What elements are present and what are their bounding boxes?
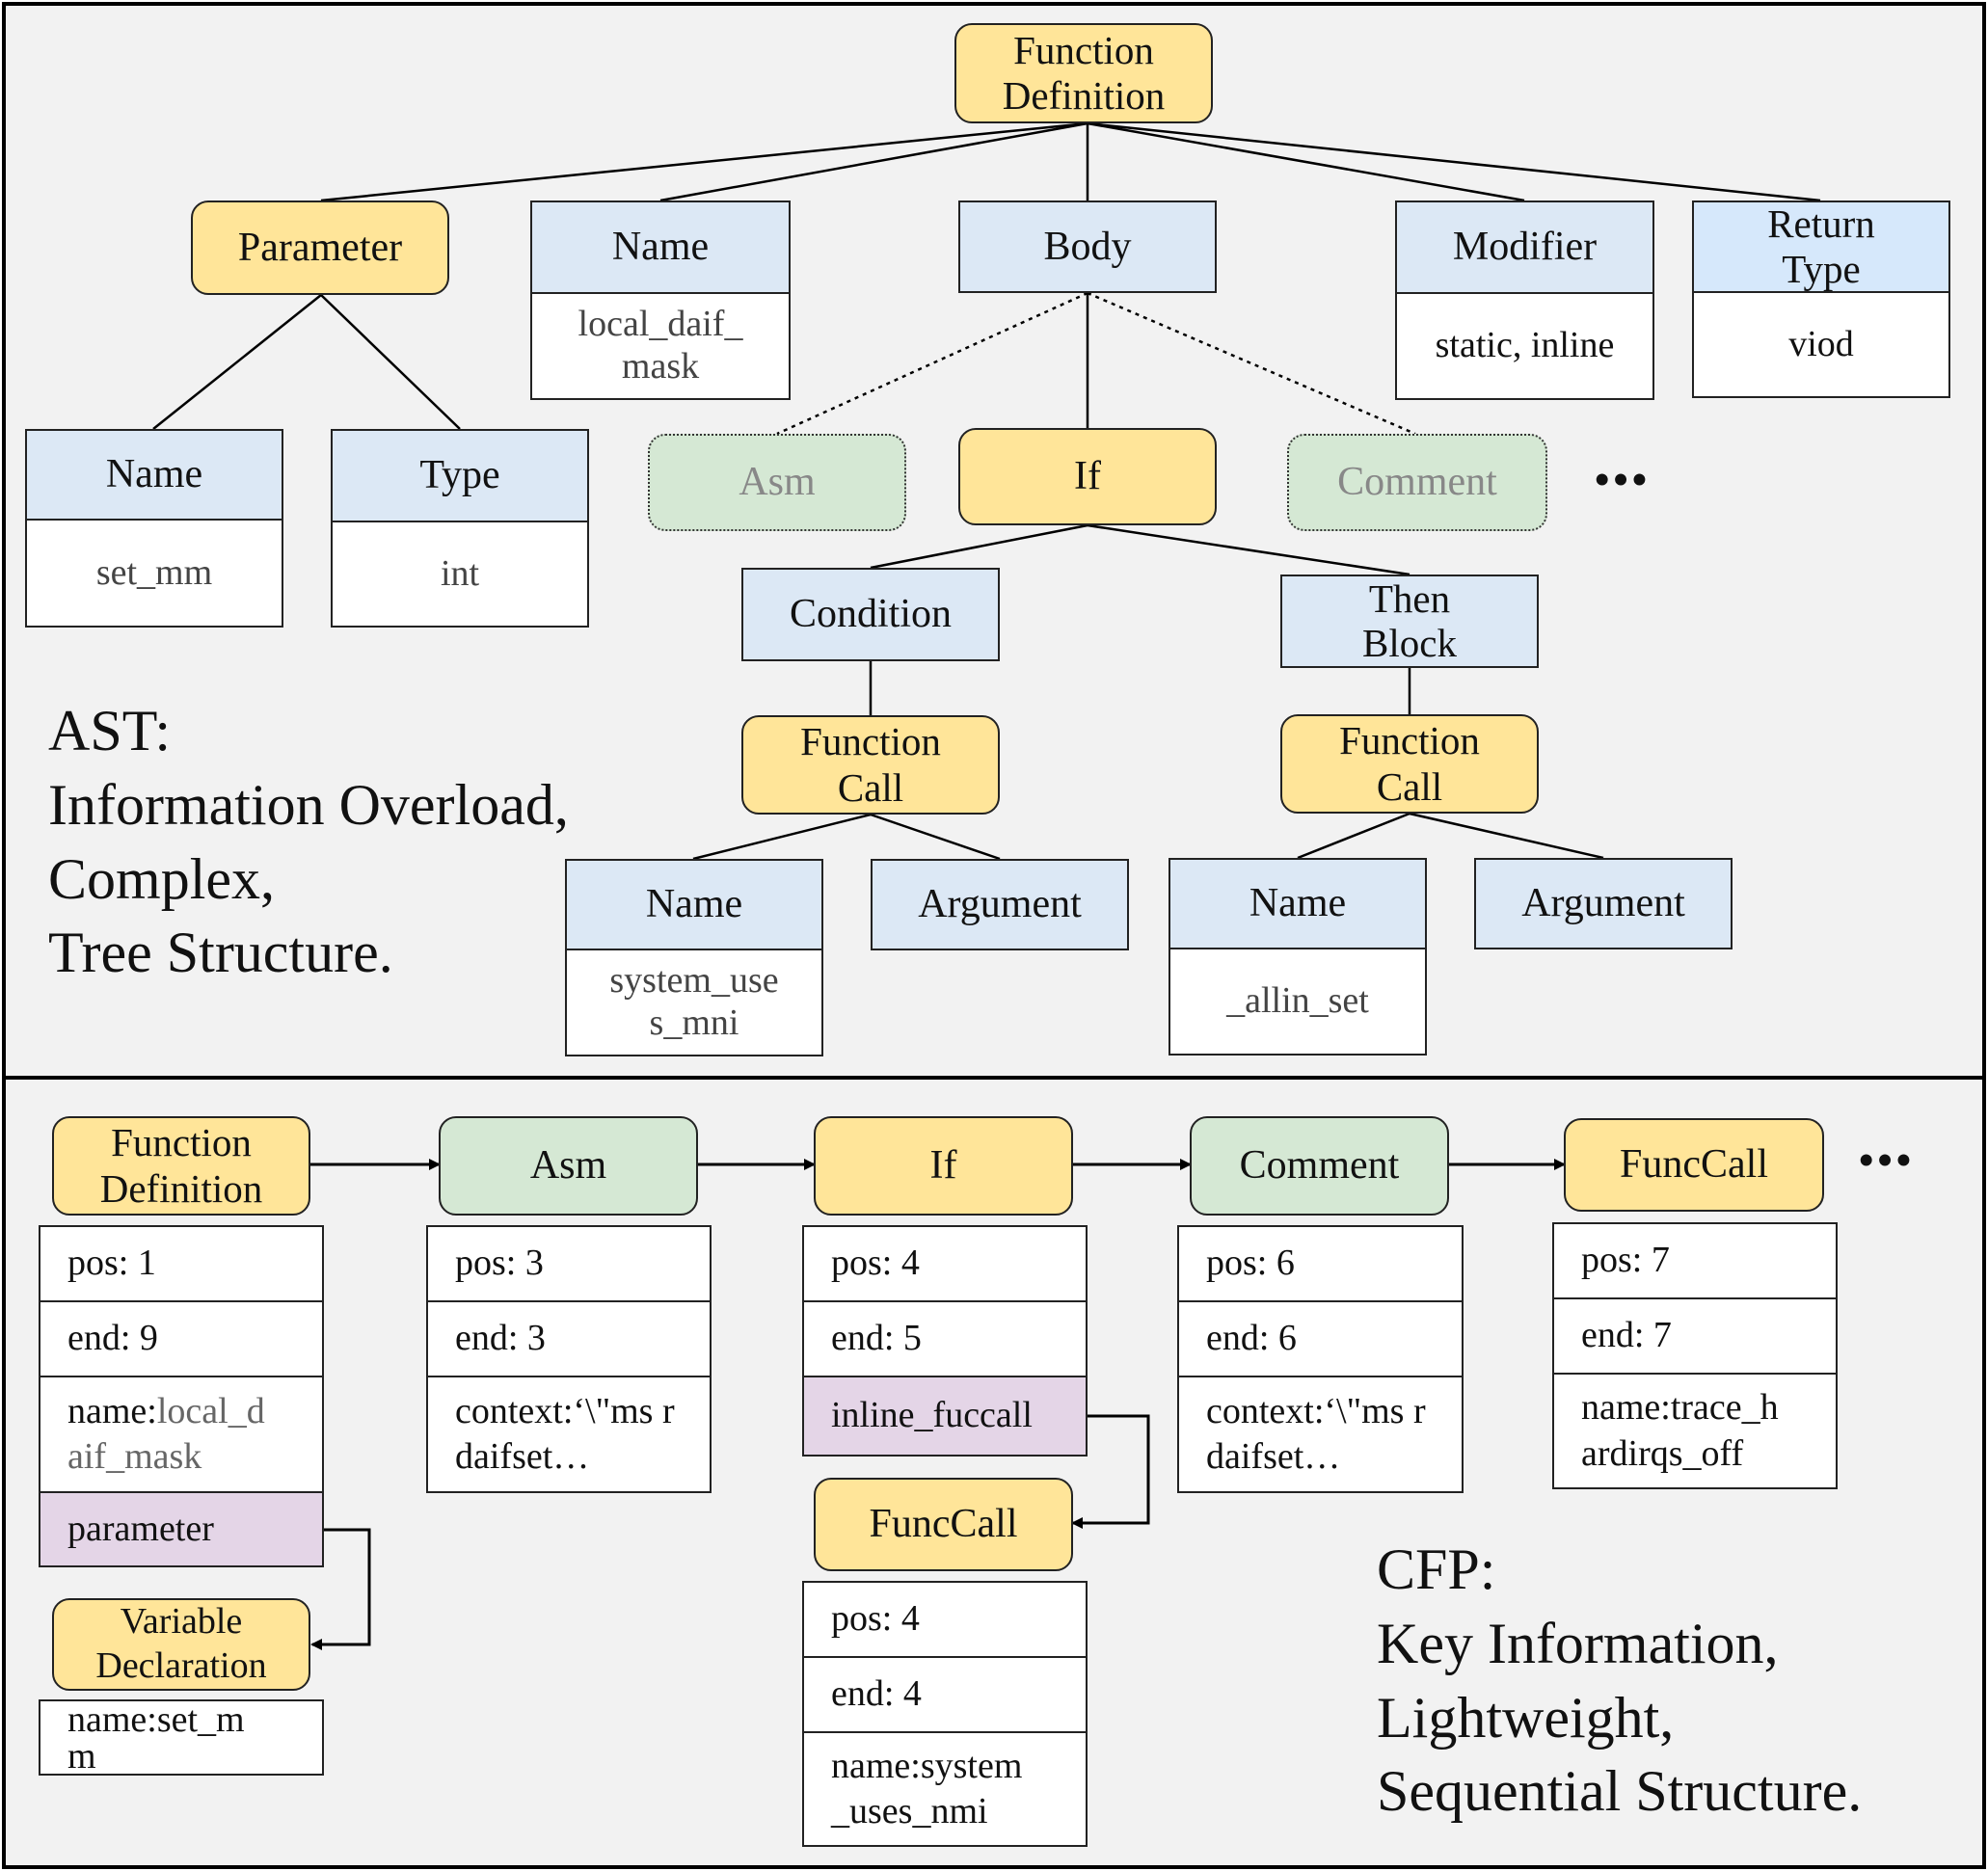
ast-call1-name-header: Name (565, 859, 823, 950)
cfp-funccall-pos: pos: 7 (1552, 1222, 1838, 1299)
cfp-comment-context: context:‘\"ms r daifset… (1177, 1376, 1464, 1493)
cfp-function-definition-node: Function Definition (52, 1116, 310, 1216)
cfp-fd-name-key: name: (67, 1390, 157, 1431)
ast-call2-argument: Argument (1474, 858, 1733, 949)
ast-comment-node: Comment (1287, 434, 1547, 531)
ast-call1-argument: Argument (871, 859, 1129, 950)
cfp-caption: CFP: Key Information, Lightweight, Seque… (1377, 1537, 1863, 1824)
ast-param-name-header: Name (25, 429, 283, 521)
cfp-fd-name-value: local_d aif_mask (67, 1390, 265, 1478)
cfp-fd-parameter: parameter (39, 1491, 324, 1567)
ast-if-node: If (958, 428, 1217, 525)
ast-call1-name-value: system_use s_mni (565, 949, 823, 1056)
ast-parameter-node: Parameter (191, 200, 449, 295)
ast-function-call-node-2: Function Call (1280, 714, 1539, 814)
ast-function-definition-node: Function Definition (954, 23, 1213, 123)
cfp-funccall-end: end: 7 (1552, 1297, 1838, 1375)
ast-return-type-value: viod (1692, 291, 1950, 398)
ast-call2-name-header: Name (1169, 858, 1427, 949)
ast-call2-name-value: _allin_set (1169, 948, 1427, 1056)
cfp-comment-end: end: 6 (1177, 1300, 1464, 1377)
cfp-asm-end: end: 3 (426, 1300, 712, 1377)
cfp-if-end: end: 5 (802, 1300, 1088, 1377)
cfp-if-inline-funccall: inline_fuccall (802, 1376, 1088, 1457)
cfp-variable-declaration-node: Variable Declaration (52, 1598, 310, 1691)
cfp-inner-funccall-node: FuncCall (814, 1478, 1073, 1571)
cfp-if-node: If (814, 1116, 1073, 1216)
ast-body-node: Body (958, 200, 1217, 293)
ast-function-call-node-1: Function Call (741, 715, 1000, 815)
ast-caption: AST: Information Overload, Complex, Tree… (48, 699, 569, 985)
cfp-vd-name: name:set_m m (39, 1699, 324, 1776)
ast-name-value: local_daif_ mask (530, 292, 791, 400)
cfp-asm-node: Asm (439, 1116, 698, 1216)
cfp-asm-pos: pos: 3 (426, 1225, 712, 1302)
cfp-fd-name: name:local_d aif_mask (39, 1376, 324, 1493)
cfp-funccall-name: name:trace_h ardirqs_off (1552, 1373, 1838, 1489)
ast-asm-node: Asm (648, 434, 906, 531)
cfp-funccall-node: FuncCall (1564, 1118, 1824, 1212)
ast-then-block-node: Then Block (1280, 575, 1539, 668)
ast-ellipsis: ••• (1595, 456, 1652, 503)
ast-condition-node: Condition (741, 568, 1000, 661)
cfp-comment-node: Comment (1190, 1116, 1449, 1216)
cfp-inner-funccall-end: end: 4 (802, 1656, 1088, 1733)
cfp-inner-funccall-name: name:system _uses_nmi (802, 1731, 1088, 1847)
ast-param-name-value: set_mm (25, 519, 283, 628)
cfp-ellipsis: ••• (1859, 1136, 1916, 1184)
cfp-comment-pos: pos: 6 (1177, 1225, 1464, 1302)
ast-modifier-value: static, inline (1395, 292, 1654, 400)
cfp-fd-pos: pos: 1 (39, 1225, 324, 1302)
ast-param-type-header: Type (331, 429, 589, 522)
cfp-fd-end: end: 9 (39, 1300, 324, 1377)
ast-name-header: Name (530, 200, 791, 294)
cfp-asm-context: context:‘\"ms r daifset… (426, 1376, 712, 1493)
ast-param-type-value: int (331, 521, 589, 628)
cfp-if-pos: pos: 4 (802, 1225, 1088, 1302)
ast-modifier-header: Modifier (1395, 200, 1654, 294)
ast-return-type-header: Return Type (1692, 200, 1950, 293)
cfp-inner-funccall-pos: pos: 4 (802, 1581, 1088, 1658)
